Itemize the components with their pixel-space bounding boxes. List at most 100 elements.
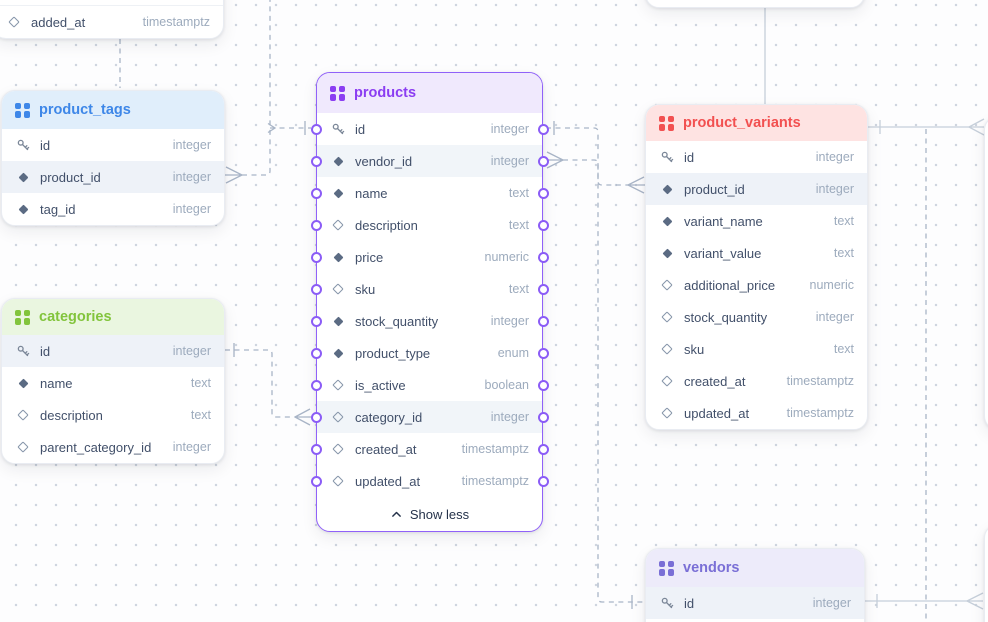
table-row[interactable]: description text: [317, 209, 542, 241]
table-row[interactable]: additional_price numeric: [646, 269, 867, 301]
primary-key-icon: [330, 121, 346, 137]
table-row[interactable]: created_at timestamptz: [317, 433, 542, 465]
connection-port[interactable]: [537, 443, 549, 455]
table-row[interactable]: product_type enum: [317, 337, 542, 369]
connection-port[interactable]: [310, 155, 322, 167]
table-row[interactable]: created_at timestamptz: [646, 365, 867, 397]
table-header[interactable]: product_variants: [646, 105, 867, 141]
table-header[interactable]: categories: [2, 299, 224, 335]
primary-key-icon: [15, 137, 31, 153]
field-type: timestamptz: [786, 374, 854, 388]
nullable-diamond-icon: [659, 341, 675, 357]
connection-port[interactable]: [537, 283, 549, 295]
table-row[interactable]: price numeric: [317, 241, 542, 273]
show-less-button[interactable]: Show less: [317, 497, 542, 531]
field-name: name: [40, 375, 73, 391]
field-type: text: [190, 408, 211, 422]
nullable-diamond-icon: [330, 281, 346, 297]
connection-port[interactable]: [310, 347, 322, 359]
table-row[interactable]: variant_value text: [646, 237, 867, 269]
table-header[interactable]: products: [317, 73, 542, 113]
table-row[interactable]: product_id integer: [646, 173, 867, 205]
table-partial-right-lower[interactable]: [984, 524, 988, 622]
table-categories[interactable]: categories id integer name text descript…: [1, 298, 225, 464]
table-partial-top-right[interactable]: [645, 0, 865, 8]
connection-port[interactable]: [537, 251, 549, 263]
connection-port[interactable]: [537, 219, 549, 231]
field-type: integer: [172, 170, 211, 184]
field-name: id: [40, 343, 51, 359]
field-type: integer: [812, 596, 851, 610]
table-row[interactable]: product_id integer: [2, 161, 224, 193]
table-title: vendors: [683, 560, 740, 576]
primary-key-icon: [659, 149, 675, 165]
table-row[interactable]: parent_category_id integer: [2, 431, 224, 463]
table-partial-top-left[interactable]: added_at timestamptz: [0, 0, 224, 39]
nullable-diamond-icon: [659, 309, 675, 325]
connection-port[interactable]: [537, 411, 549, 423]
table-row[interactable]: id integer: [646, 141, 867, 173]
table-vendors[interactable]: vendors id integer: [645, 548, 865, 622]
table-row[interactable]: category_id integer: [317, 401, 542, 433]
connection-port[interactable]: [537, 187, 549, 199]
table-product-tags[interactable]: product_tags id integer product_id integ…: [1, 90, 225, 226]
chevron-up-icon: [391, 511, 401, 517]
table-title: products: [354, 85, 417, 101]
connection-port[interactable]: [310, 123, 322, 135]
field-name: product_type: [355, 345, 431, 361]
connection-port[interactable]: [310, 475, 322, 487]
field-name: variant_value: [684, 245, 762, 261]
table-row[interactable]: vendor_id integer: [317, 145, 542, 177]
table-row[interactable]: is_active boolean: [317, 369, 542, 401]
connection-port[interactable]: [310, 187, 322, 199]
connection-port[interactable]: [537, 123, 549, 135]
table-row[interactable]: name text: [2, 367, 224, 399]
table-row[interactable]: stock_quantity integer: [646, 301, 867, 333]
connection-port[interactable]: [537, 379, 549, 391]
table-row[interactable]: id integer: [646, 587, 864, 619]
table-row[interactable]: stock_quantity integer: [317, 305, 542, 337]
field-type: integer: [172, 344, 211, 358]
connection-port[interactable]: [537, 155, 549, 167]
field-name: product_id: [40, 169, 101, 185]
nullable-diamond-icon: [330, 441, 346, 457]
table-header[interactable]: vendors: [646, 549, 864, 587]
connection-port[interactable]: [310, 443, 322, 455]
connection-port[interactable]: [310, 379, 322, 391]
field-name: id: [355, 121, 366, 137]
relation-product-variants-to-offscreen-right: [866, 118, 985, 136]
connection-port[interactable]: [310, 251, 322, 263]
table-row[interactable]: sku text: [646, 333, 867, 365]
table-row[interactable]: id integer: [2, 129, 224, 161]
table-row[interactable]: updated_at timestamptz: [646, 397, 867, 429]
connection-port[interactable]: [310, 283, 322, 295]
table-grid-icon: [659, 115, 674, 131]
table-row[interactable]: variant_name text: [646, 205, 867, 237]
connection-port[interactable]: [310, 411, 322, 423]
table-row[interactable]: name text: [317, 177, 542, 209]
field-type: text: [508, 186, 529, 200]
table-row[interactable]: added_at timestamptz: [0, 5, 223, 38]
field-name: added_at: [31, 14, 86, 30]
table-row[interactable]: description text: [2, 399, 224, 431]
table-row[interactable]: id integer: [317, 113, 542, 145]
connection-port[interactable]: [537, 347, 549, 359]
table-row[interactable]: tag_id integer: [2, 193, 224, 225]
table-products[interactable]: products id integer vendor_id integer na…: [310, 72, 549, 532]
connection-port[interactable]: [537, 315, 549, 327]
connection-port[interactable]: [537, 475, 549, 487]
field-type: integer: [172, 440, 211, 454]
show-less-label: Show less: [409, 506, 470, 522]
nullable-diamond-icon: [330, 377, 346, 393]
table-row[interactable]: sku text: [317, 273, 542, 305]
table-row[interactable]: id integer: [2, 335, 224, 367]
table-header[interactable]: product_tags: [2, 91, 224, 129]
connection-port[interactable]: [310, 219, 322, 231]
table-partial-right-upper[interactable]: [984, 116, 988, 430]
table-row[interactable]: updated_at timestamptz: [317, 465, 542, 497]
primary-key-icon: [15, 343, 31, 359]
table-product-variants[interactable]: product_variants id integer product_id i…: [645, 104, 868, 430]
field-type: integer: [815, 150, 854, 164]
connection-port[interactable]: [310, 315, 322, 327]
